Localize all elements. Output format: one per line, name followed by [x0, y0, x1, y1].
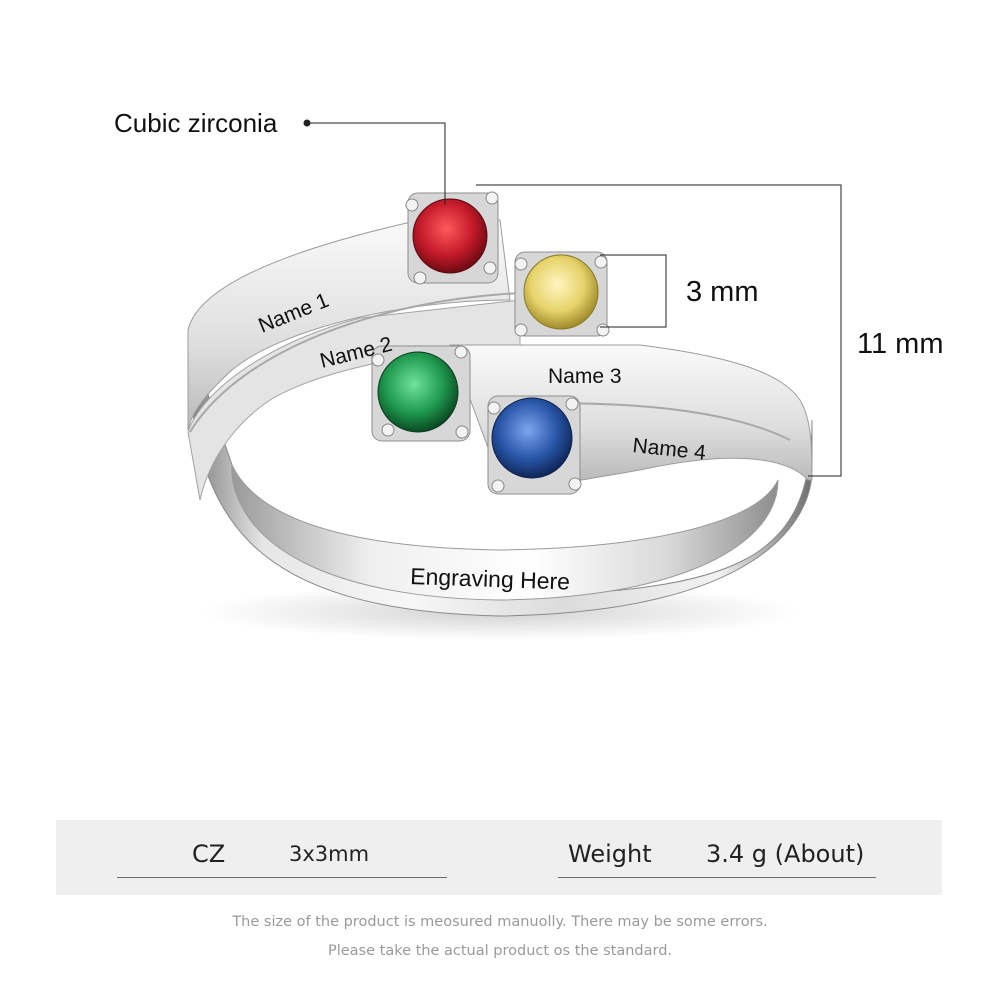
- disclaimer-line-1: The size of the product is meosured manu…: [232, 914, 768, 930]
- cubic-zirconia-leader: [307, 122, 446, 205]
- spec-cz-label: CZ: [192, 840, 226, 868]
- spec-weight-label: Weight: [568, 840, 652, 868]
- setting-green: [371, 345, 471, 442]
- spec-divider-right: [558, 877, 876, 878]
- red-gem-icon: [412, 198, 488, 274]
- ring-inner-band: [231, 464, 779, 601]
- spec-weight-value: 3.4 g (About): [706, 840, 865, 868]
- cubic-zirconia-label: Cubic zirconia: [114, 108, 278, 138]
- band-width-bracket: [476, 184, 842, 477]
- disclaimer-line-2: Please take the actual product os the st…: [327, 943, 673, 959]
- spec-cz-value: 3x3mm: [289, 842, 370, 866]
- setting-blue: [487, 395, 582, 495]
- callout-lines: [303, 119, 842, 477]
- stone-size-label: 3 mm: [686, 276, 759, 308]
- band-width-label: 11 mm: [857, 328, 944, 360]
- blue-gem-icon: [491, 397, 573, 479]
- setting-yellow: [514, 251, 610, 337]
- spec-table: CZ 3x3mm Weight 3.4 g (About): [56, 820, 942, 895]
- green-gem-icon: [377, 351, 459, 433]
- stone-size-bracket: [600, 254, 667, 328]
- spec-divider-left: [117, 877, 447, 878]
- setting-red: [405, 191, 499, 285]
- band-left-groove: [189, 292, 521, 433]
- engraving-name-3: Name 3: [548, 365, 622, 388]
- engraving-inside: Engraving Here: [410, 563, 571, 595]
- yellow-gem-icon: [523, 254, 599, 330]
